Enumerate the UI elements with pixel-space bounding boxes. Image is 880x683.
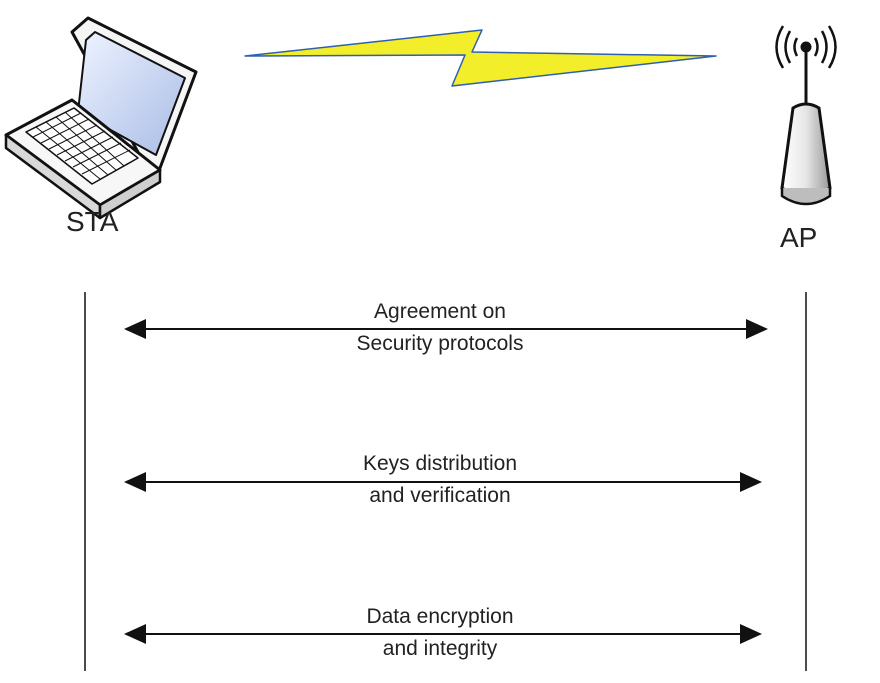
message-arrow bbox=[124, 624, 762, 644]
wireless-access-point-icon bbox=[775, 25, 837, 206]
message-label: Keys distribution and verification bbox=[230, 448, 650, 512]
sta-label: STA bbox=[66, 206, 119, 237]
message-arrow bbox=[124, 319, 768, 339]
laptop-icon bbox=[4, 16, 198, 220]
message-label-line: Agreement on bbox=[374, 300, 506, 323]
ap-label: AP bbox=[780, 222, 818, 253]
message-arrow bbox=[124, 472, 762, 492]
message-label-line: and verification bbox=[369, 484, 511, 507]
message-label-line: Security protocols bbox=[356, 332, 524, 355]
lightning-bolt-icon bbox=[244, 29, 717, 87]
message-label-line: Keys distribution bbox=[362, 452, 518, 475]
message-label: Data encryption and integrity bbox=[230, 601, 650, 665]
message-label-line: Data encryption bbox=[366, 605, 514, 628]
message-label: Agreement on Security protocols bbox=[230, 296, 650, 360]
message-label-line: and integrity bbox=[382, 637, 498, 660]
